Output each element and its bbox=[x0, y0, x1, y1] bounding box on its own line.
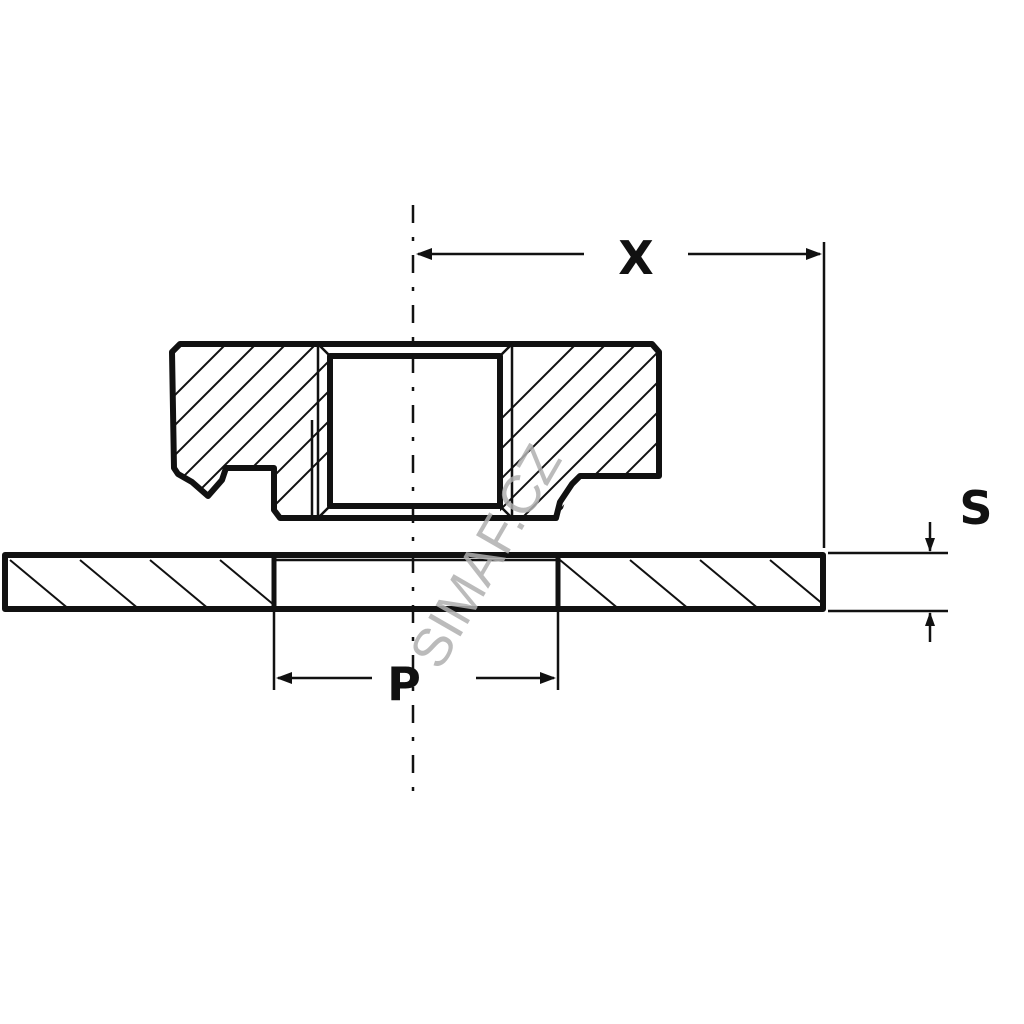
nut-left-hatch bbox=[172, 344, 330, 518]
washer-right-hatch bbox=[559, 559, 822, 608]
dimension-p: P bbox=[272, 612, 560, 711]
dimension-p-label: P bbox=[387, 657, 421, 711]
dimension-x: X bbox=[416, 231, 826, 548]
washer-left-hatch bbox=[9, 559, 274, 608]
dimension-s-label: S bbox=[959, 481, 992, 535]
nut-outline bbox=[169, 341, 662, 521]
washer-section bbox=[2, 552, 826, 612]
dimension-x-label: X bbox=[618, 231, 653, 285]
nut-bore bbox=[327, 353, 503, 509]
nut-section bbox=[169, 341, 662, 521]
washer-outline bbox=[2, 552, 826, 612]
nut-right-hatch bbox=[500, 344, 657, 518]
dimension-s: S bbox=[828, 481, 993, 642]
